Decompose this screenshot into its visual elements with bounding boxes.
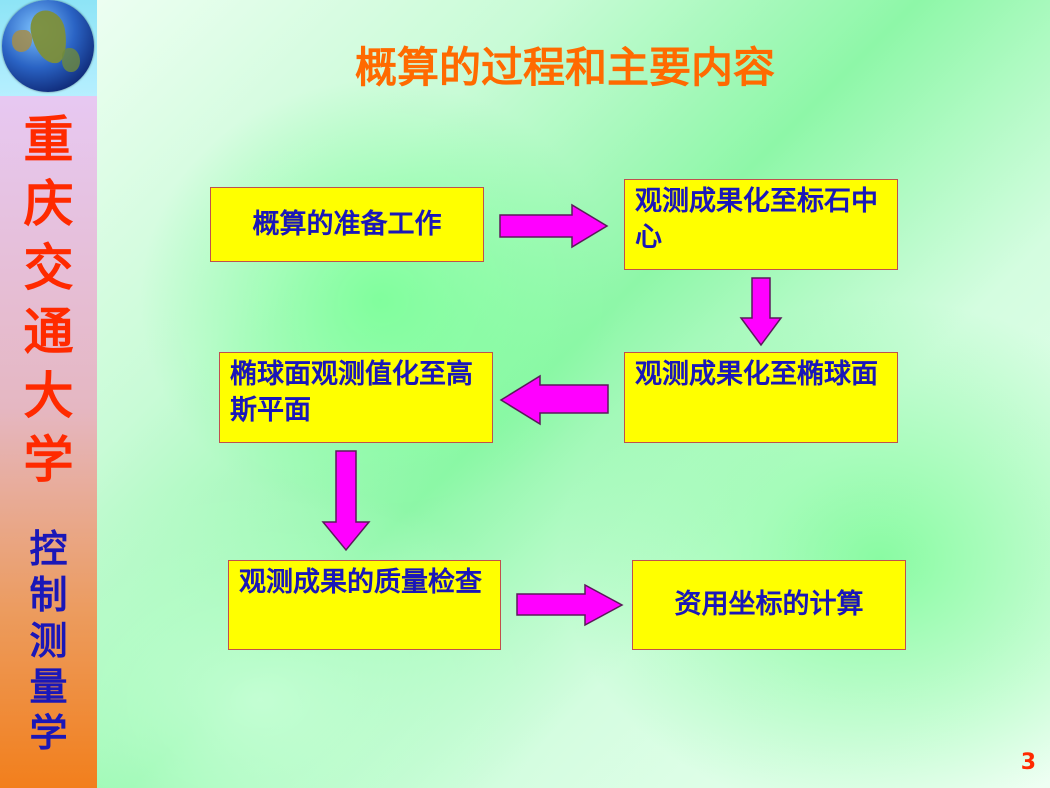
course-char: 学 [29,711,68,755]
university-char: 大 [23,367,74,425]
university-char: 通 [23,303,74,361]
university-char: 学 [23,431,74,489]
university-char: 重 [23,111,74,169]
course-char: 测 [29,619,68,663]
course-char: 控 [29,527,68,571]
flow-step-project-to-gauss: 椭球面观测值化至高斯平面 [219,352,493,443]
arrow-right-1 [499,203,609,249]
arrow-right-2 [516,583,624,627]
sidebar [0,96,97,788]
university-char: 交 [23,239,74,297]
globe-logo [2,0,94,92]
flow-step-prepare: 概算的准备工作 [210,187,484,262]
flow-step-reduce-to-mark: 观测成果化至标石中心 [624,179,898,270]
course-name: 控 制 测 量 学 [0,526,97,756]
page-number: 3 [1020,750,1036,775]
arrow-left-1 [499,374,609,426]
flow-step-reduce-to-ellipsoid: 观测成果化至椭球面 [624,352,898,443]
flow-step-quality-check: 观测成果的质量检查 [228,560,501,650]
course-char: 制 [29,573,68,617]
sidebar-header [0,0,97,96]
course-char: 量 [29,665,68,709]
university-name: 重 庆 交 通 大 学 [0,108,97,492]
university-char: 庆 [23,175,74,233]
slide-title: 概算的过程和主要内容 [354,43,775,92]
arrow-down-2 [321,450,371,552]
arrow-down-1 [739,277,783,347]
flow-step-coordinate-calc: 资用坐标的计算 [632,560,906,650]
